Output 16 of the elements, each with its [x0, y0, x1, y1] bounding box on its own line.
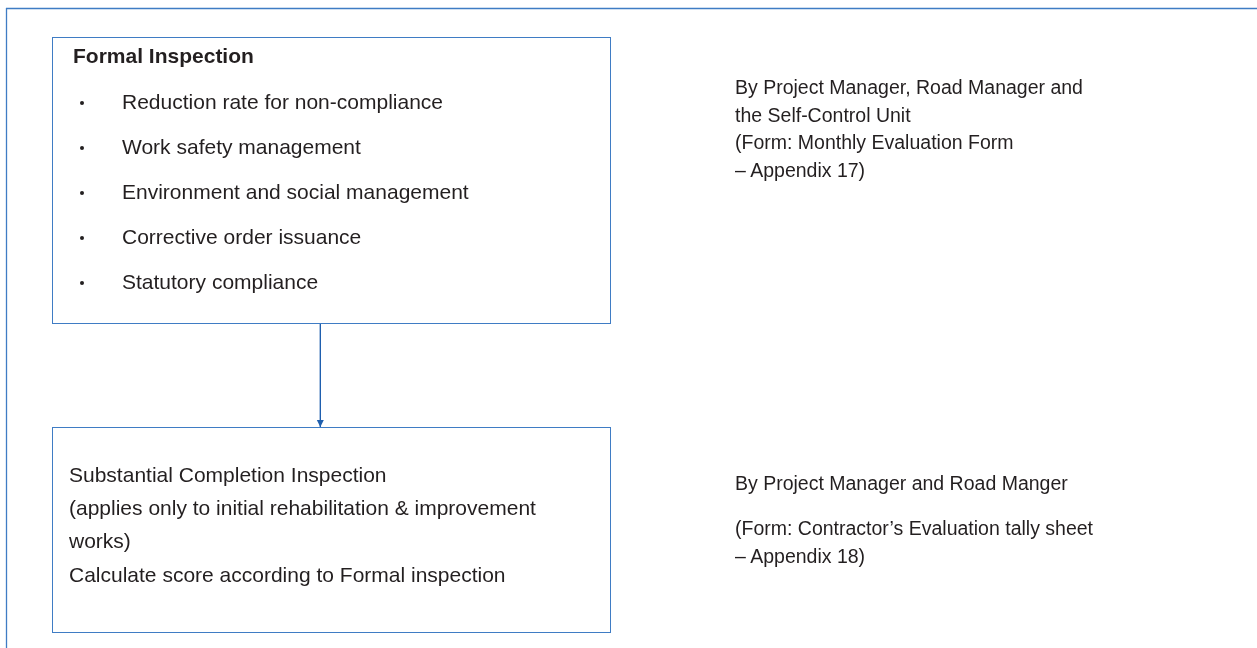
box-text: (applies only to initial rehabilitation & improvement works) — [69, 495, 537, 554]
list-item: Statutory compliance — [122, 270, 319, 294]
list-item: Reduction rate for non-compliance — [122, 90, 443, 114]
list-item: Work safety management — [122, 135, 361, 159]
list-item: Corrective order issuance — [122, 225, 362, 249]
side-note: (Form: Contractor’s Evaluation tally sheet – Appendix 18) — [735, 516, 1094, 569]
box-text: Calculate score according to Formal inspection — [69, 562, 507, 588]
process-box — [52, 37, 611, 324]
process-box — [52, 427, 611, 633]
side-note: (Form: Monthly Evaluation Form – Appendix 17) — [735, 130, 1015, 183]
list-item: Environment and social management — [122, 180, 469, 204]
box-text: Substantial Completion Inspection — [69, 462, 388, 488]
side-note: By Project Manager and Road Manger — [735, 471, 1069, 496]
box-heading: Formal Inspection — [73, 44, 254, 68]
arrow — [316, 323, 324, 428]
side-note: By Project Manager, Road Manager and the Self-Control Unit — [735, 75, 1084, 128]
